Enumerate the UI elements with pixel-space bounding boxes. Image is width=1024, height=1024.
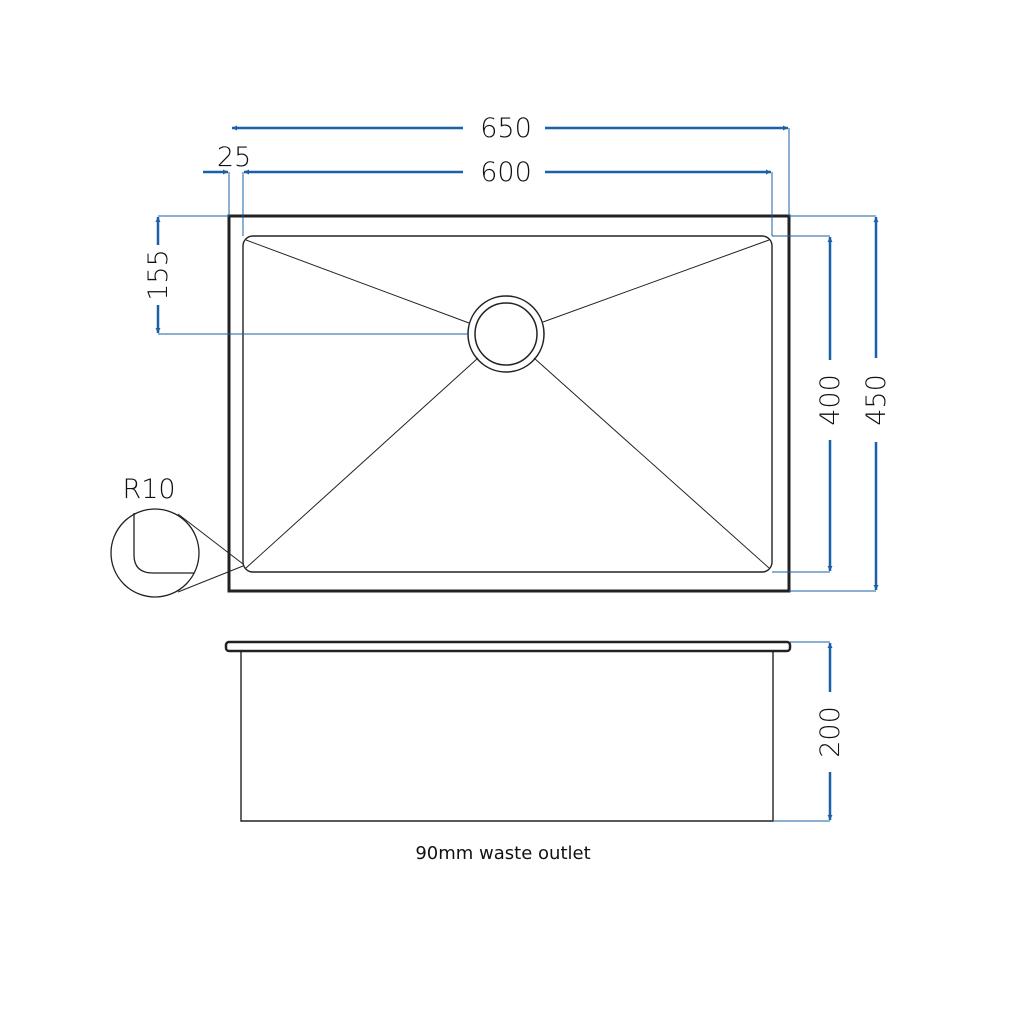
sink-outer-flange [227,214,791,593]
side-view [224,640,792,822]
dimension-overall-width: 650 [232,113,790,216]
sink-lip [224,640,792,653]
dimension-label-650: 650 [480,113,532,144]
corner-radius-detail: R10 [110,474,244,598]
dimension-overall-length: 450 [789,215,892,592]
dimension-waste-offset: 155 [143,215,468,335]
waste-outlet-caption: 90mm waste outlet [415,843,590,864]
dimension-bowl-width: 600 [242,157,773,236]
dimension-label-600: 600 [480,157,532,188]
waste-outlet-inner [474,302,538,366]
top-view [227,214,791,593]
dimension-label-r10: R10 [122,474,175,505]
dimension-flange: 25 [203,142,251,216]
dimension-depth: 200 [773,641,846,822]
dimension-label-25: 25 [217,142,251,173]
dimension-label-400: 400 [815,374,846,426]
sink-bowl [242,235,773,573]
dimension-label-155: 155 [143,249,174,301]
dimension-label-200: 200 [815,706,846,758]
sink-body-profile [240,651,774,822]
drain-diagonals [245,239,770,569]
dimension-label-450: 450 [861,374,892,426]
dimension-bowl-length: 400 [772,235,846,573]
waste-outlet-outer [467,295,545,373]
